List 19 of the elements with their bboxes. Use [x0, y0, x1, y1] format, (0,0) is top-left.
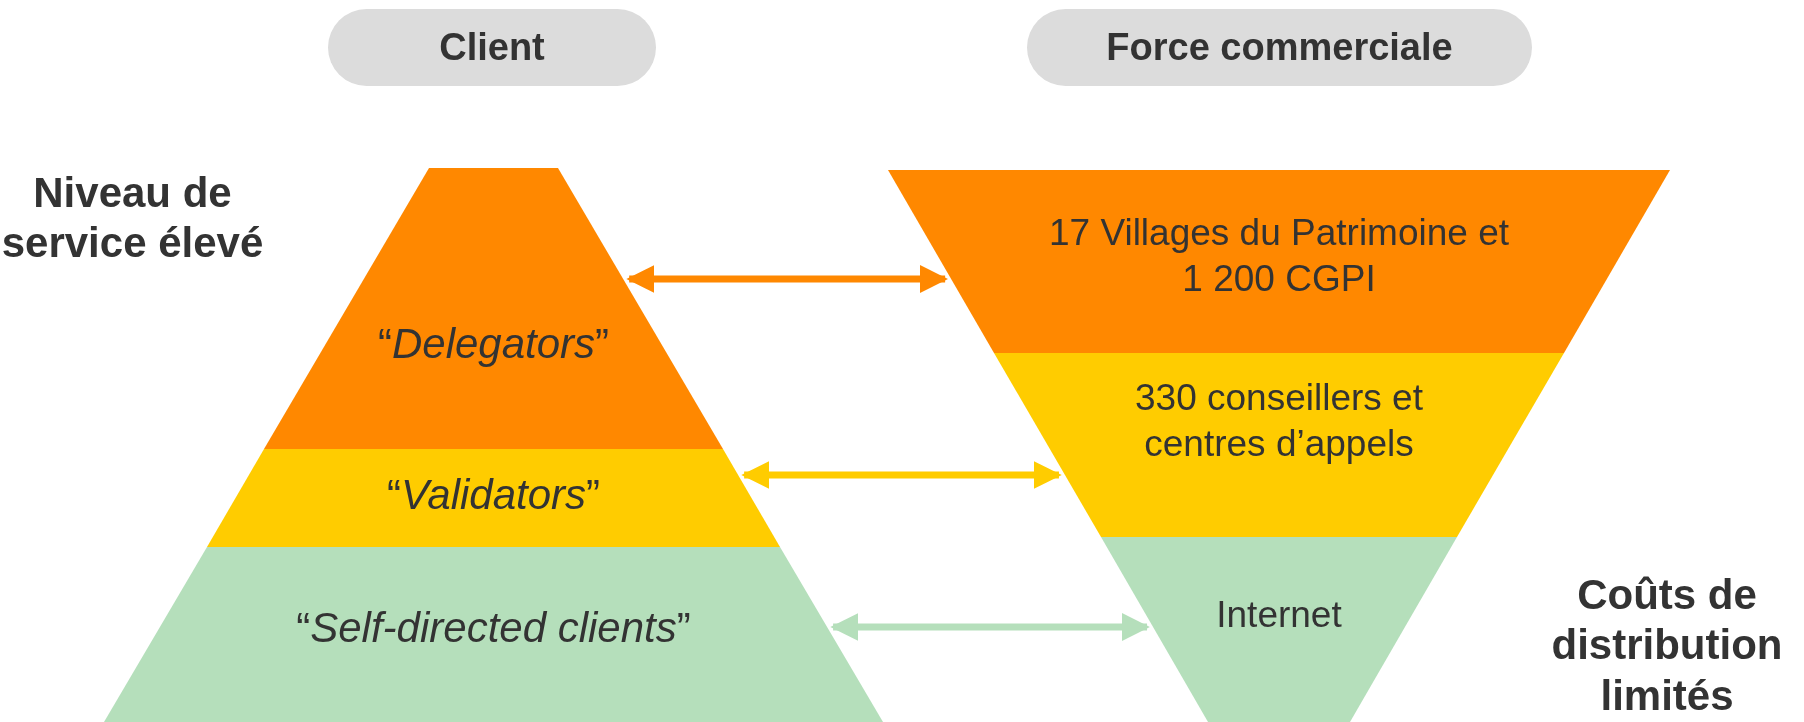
column-header: Force commerciale — [1027, 9, 1532, 86]
layer-label: “Delegators” — [377, 320, 610, 367]
pyramid-layer — [207, 449, 780, 547]
pyramid-layer — [264, 168, 723, 449]
double-arrow — [741, 461, 1062, 489]
layer-label: 17 Villages du Patrimoine et 1 200 CGPI — [1048, 212, 1509, 300]
layer-label: 330 conseillers et centres d’appels — [1135, 377, 1423, 465]
layer-label: “Validators” — [386, 471, 601, 518]
funnel-layer — [994, 353, 1564, 537]
funnel-layer — [888, 170, 1670, 353]
funnel-layer — [1101, 537, 1457, 722]
double-arrow — [626, 265, 948, 293]
layer-label: Internet — [1216, 594, 1342, 635]
axis-note: Coûts de distribution limités — [1551, 571, 1783, 719]
pyramid-layer — [104, 547, 883, 722]
column-header: Client — [328, 9, 656, 86]
layer-label: “Self-directed clients” — [296, 604, 691, 651]
double-arrow — [830, 613, 1150, 641]
axis-note: Niveau de service élevé — [1, 169, 264, 267]
